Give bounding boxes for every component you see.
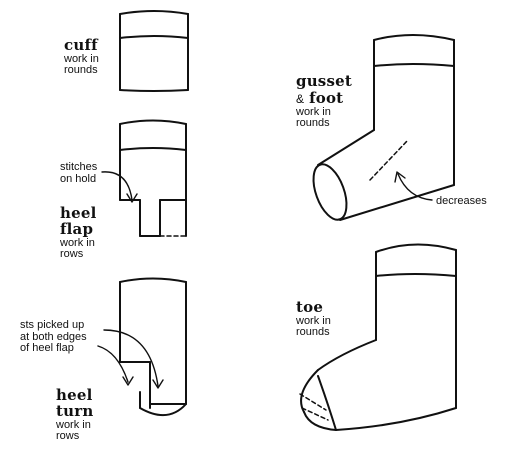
decreases-arrow-head — [394, 171, 406, 183]
gusset-title: gusset — [296, 72, 352, 90]
note-line: stitches — [60, 161, 98, 173]
picked-up-arrow-1 — [103, 329, 159, 387]
cuff-desc-2: rounds — [64, 64, 98, 77]
gusset-foot-label: gusset & foot work in rounds — [296, 72, 352, 130]
toe-desc-2: rounds — [296, 326, 330, 339]
picked-up-note: sts picked up at both edges of heel flap — [20, 319, 87, 355]
picked-up-arrow-2 — [97, 345, 129, 383]
toe-drawing — [299, 243, 457, 431]
note-line: sts picked up — [20, 319, 85, 331]
heel-flap-desc-1: work in — [60, 236, 95, 249]
heel-turn-desc-1: work in — [56, 418, 91, 431]
cuff-drawing — [119, 10, 189, 92]
toe-title: toe — [296, 298, 324, 316]
heel-flap-title-1: heel — [60, 204, 97, 222]
toe-desc-1: work in — [296, 314, 331, 327]
note-line: at both edges — [20, 330, 87, 343]
gusset-desc-1: work in — [296, 105, 331, 118]
heel-flap-desc-2: rows — [60, 248, 84, 261]
heel-turn-drawing — [119, 277, 187, 416]
picked-up-arrow-2-head — [122, 376, 134, 386]
cuff-desc-1: work in — [64, 52, 99, 65]
cuff-label: cuff work in rounds — [64, 36, 99, 77]
heel-flap-title-2: flap — [60, 219, 94, 238]
heel-turn-label: heel turn work in rows — [56, 386, 94, 443]
decreases-arrow — [397, 173, 433, 201]
stitches-on-hold-arrow — [101, 171, 133, 201]
heel-turn-title-1: heel — [56, 386, 93, 404]
toe-label: toe work in rounds — [296, 298, 331, 339]
foot-title: foot — [309, 88, 344, 107]
heel-turn-desc-2: rows — [56, 430, 80, 443]
stitches-on-hold-note: stitches on hold — [60, 161, 98, 185]
stitches-on-hold-arrowhead — [126, 193, 138, 203]
heel-flap-drawing — [119, 119, 187, 237]
heel-turn-title-2: turn — [56, 401, 94, 420]
note-line: of heel flap — [20, 342, 74, 355]
note-line: on hold — [60, 172, 97, 185]
gusset-foot-drawing — [312, 34, 455, 221]
decreases-note: decreases — [436, 195, 487, 207]
gusset-desc-2: rounds — [296, 117, 330, 130]
picked-up-arrow-1-head — [152, 379, 164, 389]
cuff-title: cuff — [64, 36, 98, 54]
ampersand: & — [296, 91, 305, 106]
heel-flap-label: heel flap work in rows — [60, 204, 97, 261]
